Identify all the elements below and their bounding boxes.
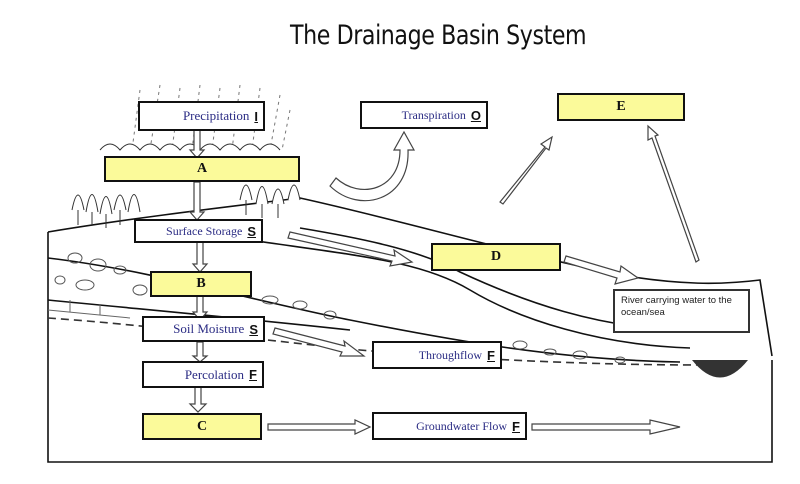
pebbles xyxy=(54,252,626,364)
soil-moisture-box: Soil Moisture S xyxy=(142,316,265,342)
soil-moisture-label: Soil Moisture xyxy=(173,321,245,336)
blank-box-b[interactable]: B xyxy=(150,271,252,297)
arrow-to-e-right xyxy=(647,124,700,263)
percolation-label: Percolation xyxy=(184,366,245,382)
surface-storage-label: Surface Storage xyxy=(166,223,243,238)
throughflow-box: Throughflow F xyxy=(372,341,502,369)
blank-box-e-label: E xyxy=(616,99,626,114)
arrow-surface-to-b xyxy=(191,241,209,273)
precipitation-tag: I xyxy=(254,108,258,124)
percolation-tag: F xyxy=(249,367,257,382)
arrow-surface-overland xyxy=(287,231,414,267)
surface-storage-tag: S xyxy=(247,223,256,239)
page-title: The Drainage Basin System xyxy=(290,20,587,51)
transpiration-label: Transpiration xyxy=(401,107,466,122)
throughflow-label: Throughflow xyxy=(418,347,483,362)
arrow-groundwater-out xyxy=(531,419,681,435)
bedrock-bricks xyxy=(47,300,131,319)
trees xyxy=(71,143,301,228)
soil-moisture-tag: S xyxy=(249,321,258,337)
percolation-box: Percolation F xyxy=(142,361,264,388)
blank-box-d[interactable]: D xyxy=(431,243,561,271)
throughflow-tag: F xyxy=(487,347,495,363)
river-mouth xyxy=(692,360,748,378)
arrow-transpiration-curve xyxy=(329,130,416,202)
blank-box-a-label: A xyxy=(196,161,208,176)
blank-box-e[interactable]: E xyxy=(557,93,685,121)
river-note: River carrying water to the ocean/sea xyxy=(613,289,750,333)
arrow-percolation-to-c xyxy=(188,385,208,413)
blank-box-a[interactable]: A xyxy=(104,156,300,182)
blank-box-c-label: C xyxy=(196,418,208,434)
arrow-a-to-surface xyxy=(188,181,206,221)
arrow-soil-to-percolation xyxy=(191,341,209,363)
rain-streaks xyxy=(131,84,291,151)
flow-arrows xyxy=(188,124,700,435)
arrow-precip-to-a xyxy=(188,129,206,159)
arrow-d-to-river xyxy=(563,255,640,285)
transpiration-box: Transpiration O xyxy=(360,101,488,129)
impermeable-layer xyxy=(47,317,701,366)
surface-storage-box: Surface Storage S xyxy=(134,219,263,243)
groundwater-flow-tag: F xyxy=(512,418,520,434)
groundwater-flow-box: Groundwater Flow F xyxy=(372,412,527,440)
blank-box-c[interactable]: C xyxy=(142,413,262,440)
transpiration-tag: O xyxy=(470,107,481,123)
precipitation-label: Precipitation xyxy=(182,108,250,123)
arrow-to-e-left xyxy=(499,135,553,205)
precipitation-box: Precipitation I xyxy=(138,101,265,131)
blank-box-b-label: B xyxy=(196,276,206,291)
arrow-soil-to-throughflow xyxy=(272,327,366,357)
blank-box-d-label: D xyxy=(490,249,502,264)
groundwater-flow-label: Groundwater Flow xyxy=(416,418,508,433)
arrow-c-to-groundwater xyxy=(267,419,372,435)
